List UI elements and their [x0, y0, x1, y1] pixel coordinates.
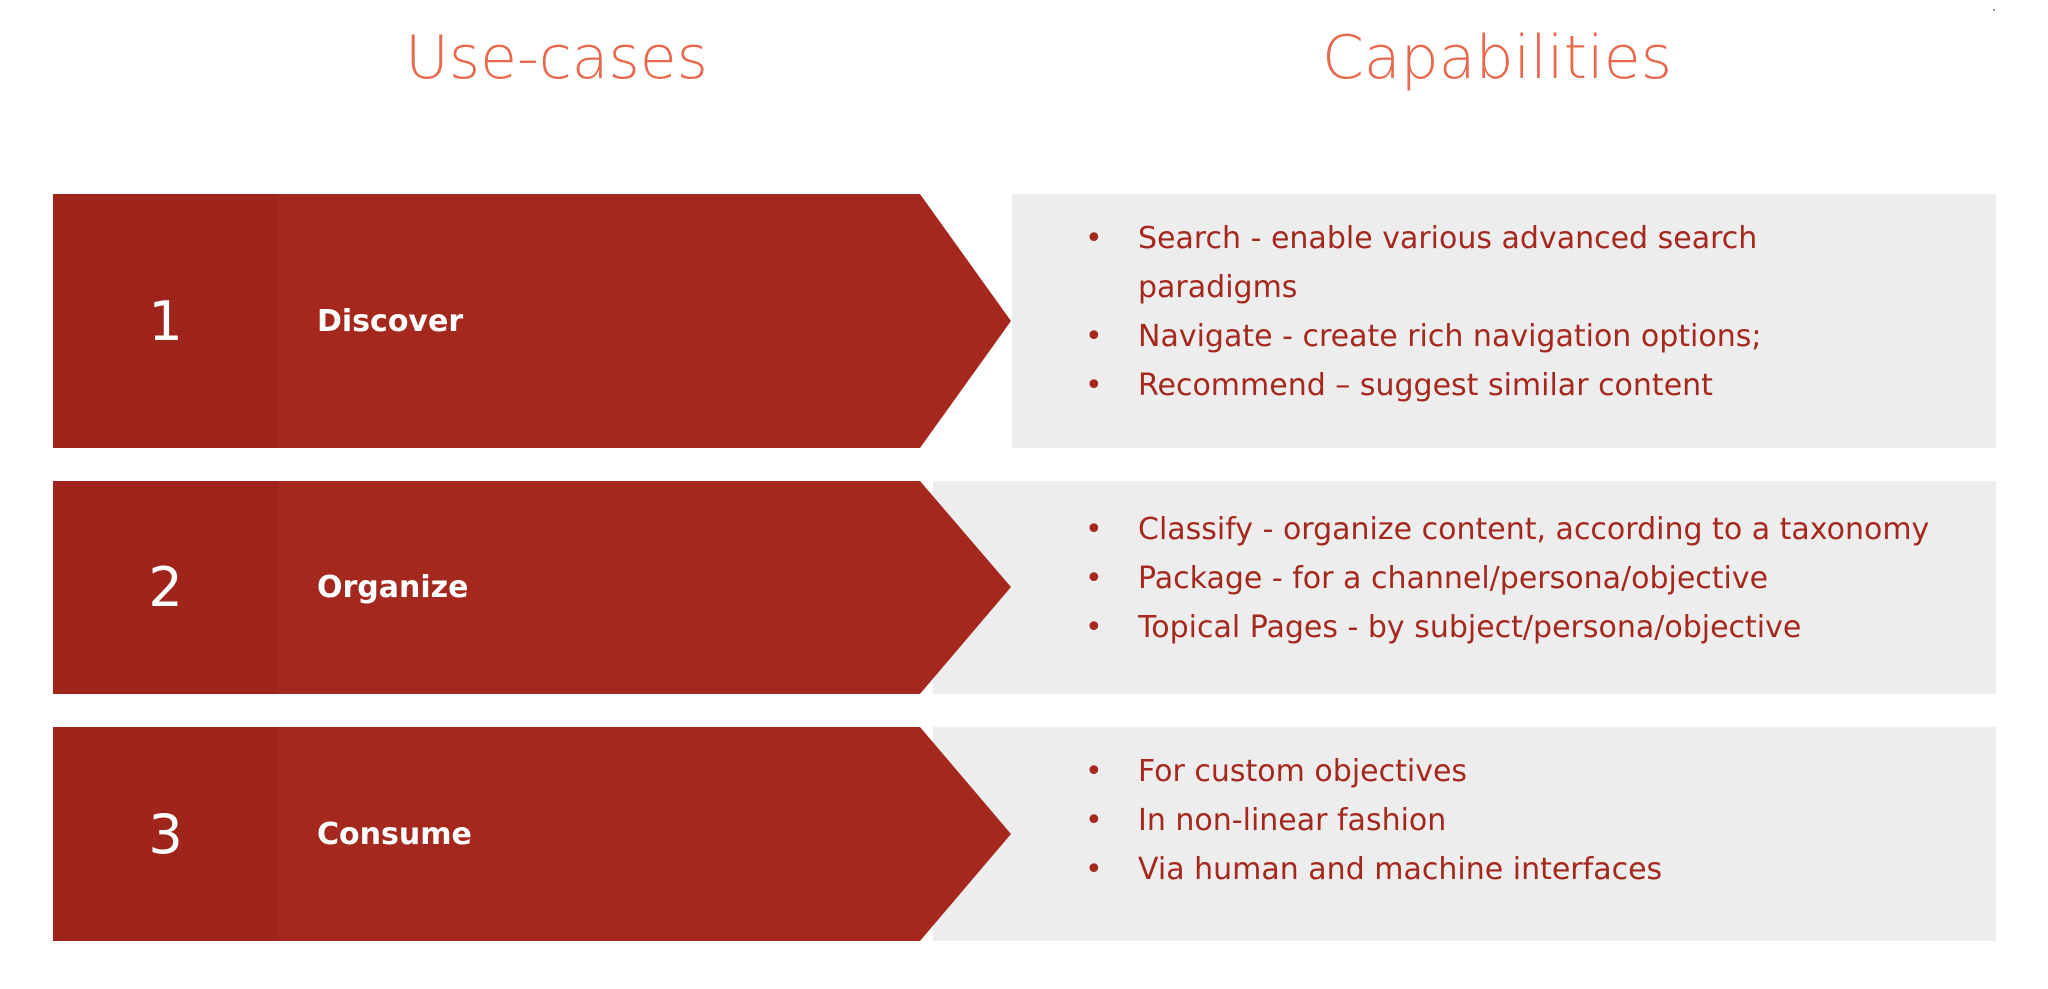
capability-item: For custom objectives: [1085, 747, 1662, 796]
use-case-row-discover: 1 Discover Search - enable various advan…: [53, 194, 1996, 448]
use-case-label: Organize: [317, 570, 469, 605]
capabilities-heading: Capabilities: [1322, 23, 1672, 93]
use-case-row-consume: 3 Consume For custom objectives In non-l…: [53, 727, 1996, 941]
use-case-label: Consume: [317, 816, 472, 852]
number-cell: [53, 481, 278, 694]
capability-item: Classify - organize content, according t…: [1085, 505, 1929, 554]
use-case-number: 1: [148, 289, 183, 353]
capability-item: Navigate - create rich navigation option…: [1085, 312, 1761, 361]
use-case-label: Discover: [317, 303, 464, 339]
use-case-number: 3: [148, 802, 183, 866]
use-case-number: 2: [148, 556, 183, 619]
capability-item: Search - enable various advanced search: [1085, 214, 1761, 263]
capability-item: Via human and machine interfaces: [1085, 845, 1662, 894]
use-case-row-organize: 2 Organize Classify - organize content, …: [53, 481, 1996, 694]
use-cases-heading: Use-cases: [405, 23, 708, 93]
capability-item-continued: paradigms: [1085, 263, 1761, 312]
number-cell: [53, 727, 278, 941]
capabilities-list: Classify - organize content, according t…: [1085, 505, 1929, 652]
capability-item: Topical Pages - by subject/persona/objec…: [1085, 603, 1929, 652]
capability-continuation-text: paradigms: [1138, 270, 1298, 305]
corner-dot: [1993, 9, 1995, 11]
number-cell: [53, 194, 278, 448]
capabilities-list: Search - enable various advanced search …: [1085, 214, 1761, 410]
capability-item: Recommend – suggest similar content: [1085, 361, 1761, 410]
capabilities-list: For custom objectives In non-linear fash…: [1085, 747, 1662, 894]
capability-item: In non-linear fashion: [1085, 796, 1662, 845]
capability-item: Package - for a channel/persona/objectiv…: [1085, 554, 1929, 603]
